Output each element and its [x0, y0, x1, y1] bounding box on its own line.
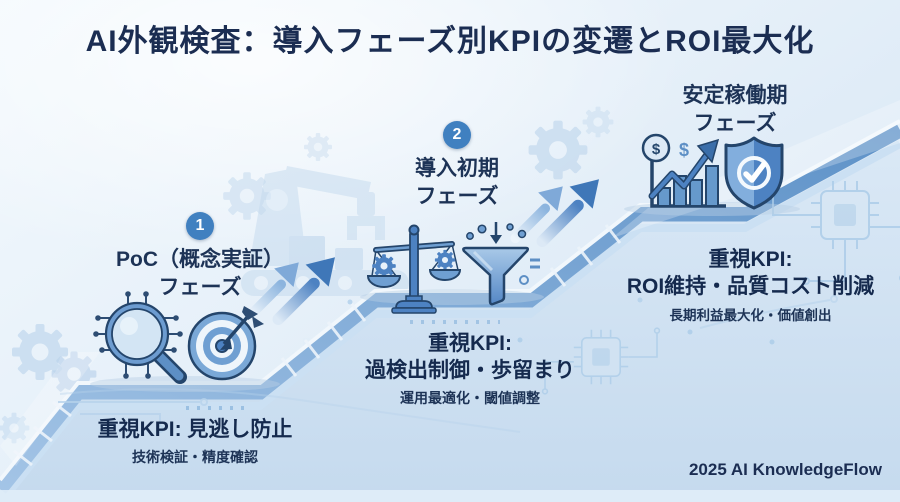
phase-3-name-line2: フェーズ [693, 111, 777, 135]
circuit-chip-icon [541, 327, 661, 395]
icon-shadow [360, 289, 544, 305]
phase-2-kpi-sub: 運用最適化・閾値調整 [400, 389, 540, 406]
target-icon [187, 306, 264, 381]
funnel-icon [462, 222, 540, 306]
phase-3-kpi-sub: 長期利益最大化・価値創出 [669, 307, 832, 323]
phase-2-kpi-line2: 過検出制御・歩留まり [365, 358, 575, 382]
phase-2-header: 2 導入初期 フェーズ [362, 121, 552, 210]
icon-shadow [90, 376, 280, 392]
phase-3-kpi: 重視KPI: ROI維持・品質コスト削減 長期利益最大化・価値創出 [598, 247, 900, 324]
phase-1-badge: 1 [186, 212, 214, 240]
phase-1-kpi: 重視KPI: 見逃し防止 技術検証・精度確認 [55, 417, 335, 467]
phase-3-kpi-line1: 重視KPI: [708, 248, 793, 271]
phase-1-name-line2: フェーズ [158, 275, 242, 299]
growth-arrow-icon [536, 179, 599, 247]
footer-credit: 2025 AI KnowledgeFlow [688, 460, 882, 479]
dollar-glyph: $ [679, 140, 689, 160]
phase-1-kpi-line1: 重視KPI: 見逃し防止 [97, 418, 293, 441]
phase-2-kpi: 重視KPI: 過検出制御・歩留まり 運用最適化・閾値調整 [320, 331, 620, 408]
circuit-traces [58, 295, 838, 433]
phase-3-name-line1: 安定稼働期 [682, 84, 788, 107]
phase-2-name-line1: 導入初期 [415, 157, 499, 180]
circuit-chip-icon [769, 181, 900, 285]
phase-2-kpi-line1: 重視KPI: [428, 332, 512, 355]
growth-arrow-icon [272, 257, 335, 325]
phase-2-name-line2: フェーズ [415, 184, 499, 208]
roi-chart-icon: $ $ [641, 133, 726, 208]
phase-2-badge: 2 [443, 121, 471, 149]
phase-1-kpi-sub: 技術検証・精度確認 [132, 448, 258, 465]
growth-arrow-icon [246, 262, 299, 320]
dotted-accents [186, 297, 775, 410]
phase-1-header: 1 PoC（概念実証） フェーズ [85, 212, 315, 301]
dollar-coin-glyph: $ [652, 141, 661, 158]
phase-3-kpi-line2: ROI維持・品質コスト削減 [626, 274, 875, 298]
shield-check-icon [724, 136, 784, 210]
ai-magnifier-icon [93, 291, 187, 384]
phase-1-name-line1: PoC（概念実証） [116, 248, 284, 271]
balance-scale-icon [366, 224, 462, 314]
page-title: AI外観検査：導入フェーズ別KPIの変遷とROI最大化 [85, 25, 815, 58]
phase-3-header: 安定稼働期 フェーズ [635, 82, 835, 137]
